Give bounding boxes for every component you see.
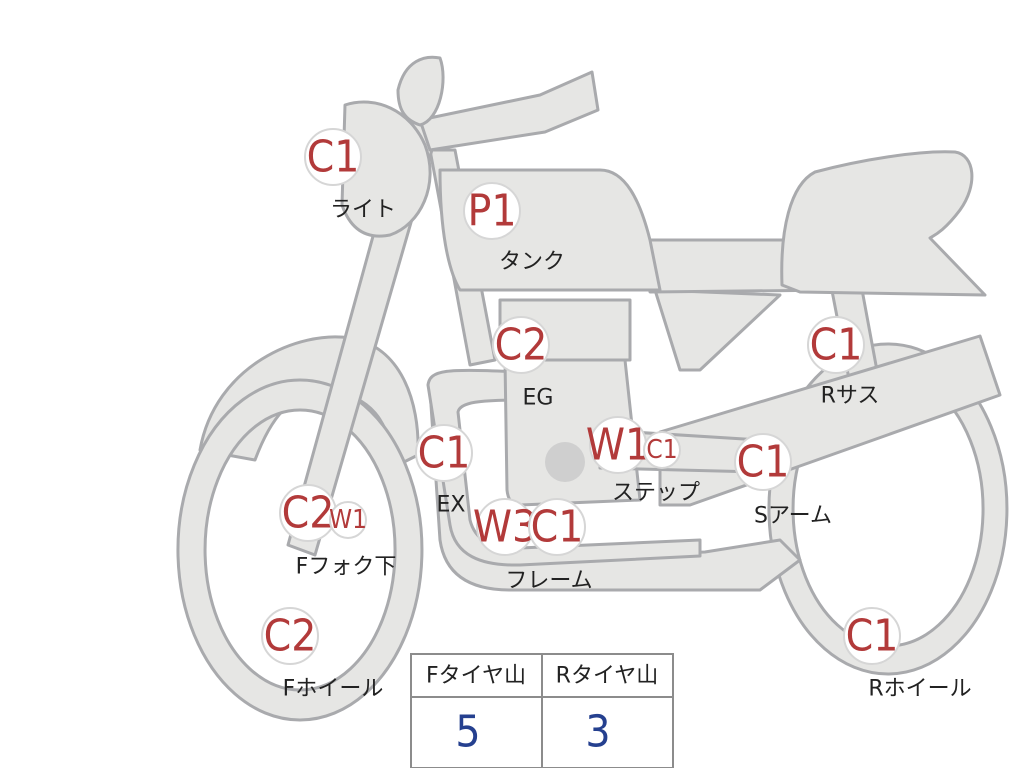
part-engine: C2 EG — [492, 316, 554, 411]
part-rear-suspension: C1 Rサス — [807, 316, 880, 409]
light-grade: C1 — [307, 132, 360, 183]
grade-badge — [734, 433, 792, 491]
grade-badge — [463, 182, 521, 240]
exhaust-grade: C1 — [418, 428, 471, 479]
frame-grade-secondary: C1 — [531, 502, 584, 553]
tank-label: タンク — [499, 250, 565, 275]
rear-susp-label: Rサス — [821, 384, 880, 409]
grade-badge-small — [643, 431, 681, 469]
step-grade-secondary: C1 — [646, 435, 677, 465]
tire-tread-table: Fタイヤ山 Rタイヤ山 5 3 — [410, 653, 674, 768]
rear-wheel-label: Rホイール — [868, 677, 971, 702]
grade-badge — [807, 316, 865, 374]
front-tread-header: Fタイヤ山 — [426, 664, 526, 689]
part-rear-wheel: C1 Rホイール — [843, 607, 972, 702]
swing-arm-grade: C1 — [737, 437, 790, 488]
part-swing-arm: C1 Sアーム — [734, 433, 832, 529]
front-wheel-label: Fホイール — [283, 677, 384, 702]
grade-badge — [492, 316, 550, 374]
rear-tread-value: 3 — [585, 707, 610, 758]
part-frame: W3 C1 フレーム — [473, 498, 593, 594]
grade-badge — [304, 128, 362, 186]
exhaust-shape — [426, 368, 702, 567]
step-grade: W1 — [586, 420, 650, 471]
part-light: C1 ライト — [304, 128, 396, 223]
headlight-shape — [340, 100, 432, 238]
part-tank: P1 タンク — [463, 182, 565, 275]
exhaust-label: EX — [437, 493, 466, 518]
part-exhaust: C1 EX — [415, 424, 473, 518]
rear-wheel-grade: C1 — [846, 611, 899, 662]
fork-lower-label: Fフォク下 — [296, 555, 397, 580]
step-label: ステップ — [612, 481, 700, 506]
motorcycle-illustration — [176, 55, 1009, 722]
light-label: ライト — [330, 198, 396, 223]
grade-badge — [843, 607, 901, 665]
mirror-shape — [396, 55, 445, 127]
grade-badge — [261, 607, 319, 665]
engine-grade: C2 — [495, 320, 548, 371]
grade-badge — [528, 498, 586, 556]
handlebar-shape — [418, 70, 600, 152]
fork-lower-grade-secondary: W1 — [329, 505, 367, 535]
front-wheel-shape — [176, 378, 424, 722]
grade-badge — [415, 424, 473, 482]
swing-arm-label: Sアーム — [754, 504, 832, 529]
part-step: W1 C1 ステップ — [586, 416, 700, 506]
engine-label: EG — [523, 386, 554, 411]
part-front-wheel: C2 Fホイール — [261, 607, 384, 702]
rear-susp-grade: C1 — [810, 320, 863, 371]
front-tread-value: 5 — [455, 707, 480, 758]
frame-label: フレーム — [505, 569, 592, 594]
fork-lower-grade: C2 — [282, 488, 335, 539]
seat-shape — [780, 150, 987, 297]
front-wheel-grade: C2 — [264, 611, 317, 662]
tank-grade: P1 — [467, 186, 516, 237]
grade-badge-small — [329, 501, 367, 539]
side-panel-shape — [653, 288, 782, 372]
part-fork-lower: C2 W1 Fフォク下 — [279, 484, 397, 580]
frame-grade: W3 — [473, 502, 537, 553]
rear-tread-header: Rタイヤ山 — [556, 664, 659, 689]
engine-cover-shape — [545, 442, 585, 482]
